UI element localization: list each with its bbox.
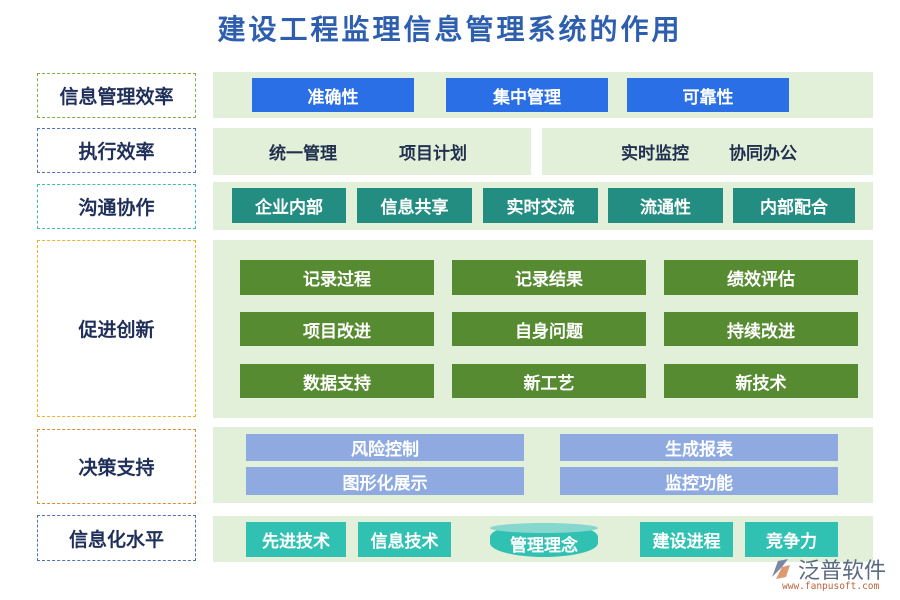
item-management-concept-label: 管理理念: [510, 535, 578, 556]
panel-execution-efficiency-right: 实时监控 协同办公: [542, 128, 873, 175]
item-new-process: 新工艺: [452, 364, 646, 398]
item-monitoring-function: 监控功能: [560, 467, 838, 495]
brand-url: www.fanpusoft.com: [782, 581, 880, 592]
item-continuous-improvement: 持续改进: [664, 312, 858, 346]
item-realtime-exchange: 实时交流: [483, 188, 598, 223]
panel-info-management-efficiency: 准确性 集中管理 可靠性: [213, 72, 873, 118]
item-record-results: 记录结果: [452, 260, 646, 295]
item-project-improvement: 项目改进: [240, 312, 434, 346]
item-own-problems: 自身问题: [452, 312, 646, 346]
item-circulation: 流通性: [608, 188, 723, 223]
page-title: 建设工程监理信息管理系统的作用: [217, 13, 683, 46]
item-advanced-technology: 先进技术: [246, 522, 346, 557]
item-risk-control: 风险控制: [246, 434, 524, 461]
panel-innovation: 记录过程 记录结果 绩效评估 项目改进 自身问题 持续改进 数据支持 新工艺 新…: [213, 240, 873, 418]
item-centralized-management: 集中管理: [446, 78, 608, 112]
panel-informatization-level: 先进技术 信息技术 管理理念 建设进程 竞争力: [213, 516, 873, 562]
row-label-info-management-efficiency: 信息管理效率: [37, 73, 196, 118]
item-enterprise-internal: 企业内部: [232, 188, 346, 223]
item-realtime-monitoring: 实时监控: [621, 144, 689, 164]
brand-logo: 泛普软件 www.fanpusoft.com: [768, 553, 893, 598]
row-label-communication: 沟通协作: [37, 184, 196, 229]
item-record-process: 记录过程: [240, 260, 434, 295]
item-accuracy: 准确性: [252, 78, 414, 112]
fanpu-logo-icon: [772, 559, 790, 579]
row-label-decision-support: 决策支持: [37, 429, 196, 504]
panel-execution-efficiency-left: 统一管理 项目计划: [213, 128, 531, 175]
item-collaborative-office: 协同办公: [729, 144, 797, 164]
item-info-sharing: 信息共享: [357, 188, 472, 223]
panel-communication: 企业内部 信息共享 实时交流 流通性 内部配合: [213, 182, 873, 230]
item-information-technology: 信息技术: [358, 522, 451, 557]
brand-name: 泛普软件: [798, 559, 887, 584]
row-label-innovation: 促进创新: [37, 240, 196, 417]
item-unified-management: 统一管理: [269, 144, 337, 164]
item-performance-evaluation: 绩效评估: [664, 260, 858, 295]
item-project-plan: 项目计划: [399, 144, 467, 164]
item-internal-cooperation: 内部配合: [733, 188, 855, 223]
item-reliability: 可靠性: [627, 78, 789, 112]
item-new-technology: 新技术: [664, 364, 858, 398]
row-label-execution-efficiency: 执行效率: [37, 128, 196, 173]
cylinder-top: [490, 523, 598, 533]
item-graphical-display: 图形化展示: [246, 467, 524, 495]
item-construction-progress: 建设进程: [640, 522, 733, 557]
row-label-informatization-level: 信息化水平: [37, 515, 196, 561]
panel-decision-support: 风险控制 生成报表 图形化展示 监控功能: [213, 427, 873, 503]
item-data-support: 数据支持: [240, 364, 434, 398]
item-management-concept: 管理理念: [490, 523, 598, 557]
item-generate-reports: 生成报表: [560, 434, 838, 461]
item-competitiveness: 竞争力: [745, 522, 838, 557]
